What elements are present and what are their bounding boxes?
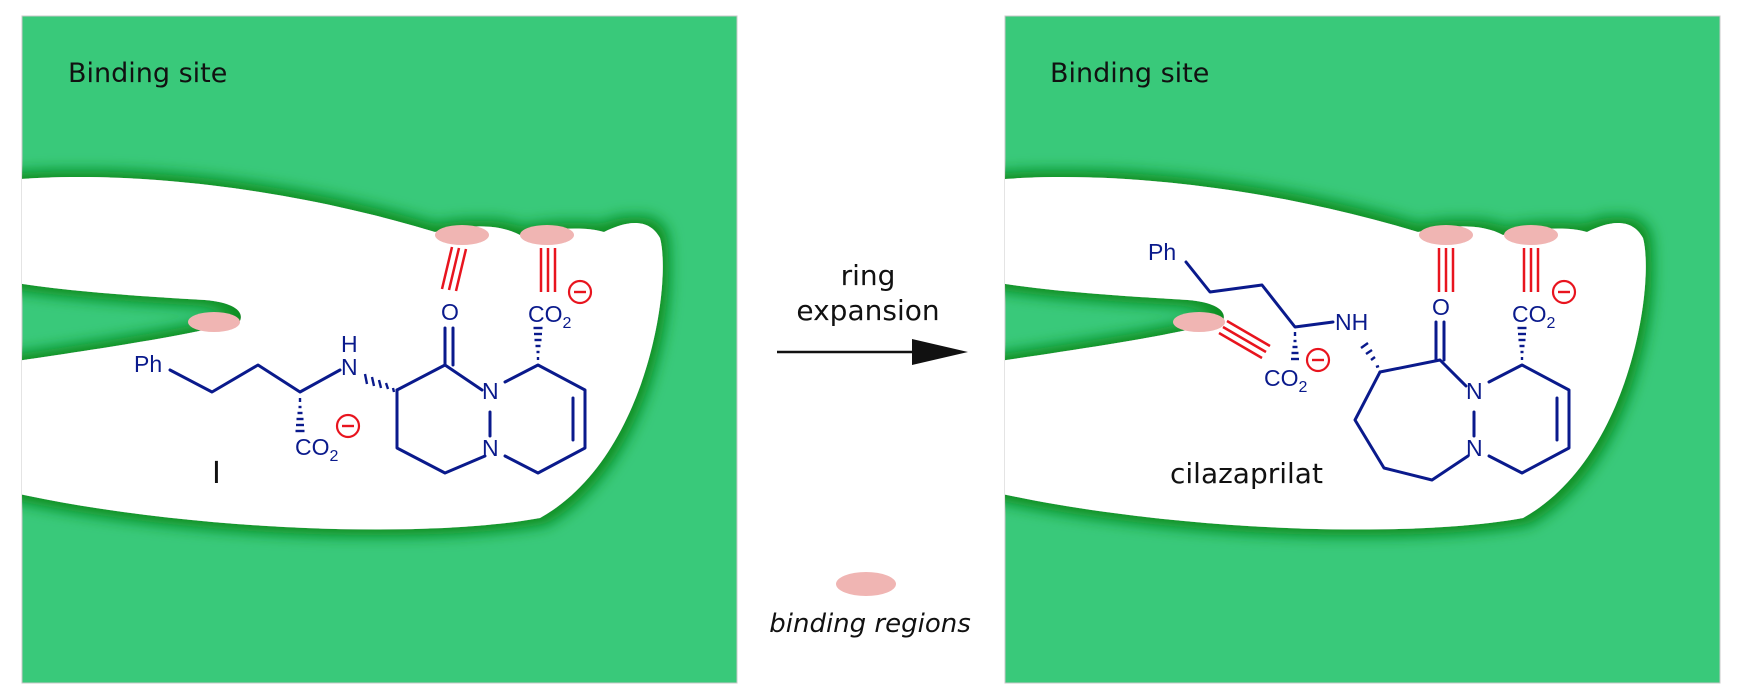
atom-ph: Ph	[1148, 239, 1176, 265]
negative-charge-icon	[335, 413, 361, 439]
binding-region	[1504, 225, 1558, 245]
compound-label: cilazaprilat	[1170, 457, 1323, 490]
binding-region	[188, 312, 240, 332]
atom-co2-side: CO2	[295, 434, 339, 465]
binding-region	[1173, 312, 1225, 332]
panel-title: Binding site	[1050, 58, 1209, 89]
negative-charge-icon	[1305, 347, 1331, 373]
hashed-wedge	[533, 326, 543, 360]
panel-title: Binding site	[68, 58, 227, 89]
atom-keto-o: O	[1432, 294, 1450, 320]
panel-right: Binding site	[1004, 15, 1721, 684]
negative-charge-icon	[1551, 279, 1577, 305]
hashed-wedge	[295, 398, 305, 433]
atom-h: H	[341, 331, 358, 357]
atom-co2-ring: CO2	[528, 301, 572, 332]
binding-region	[520, 225, 574, 245]
atom-keto-o: O	[441, 299, 459, 325]
molecule-I: Ph H N O N N CO2 CO2	[134, 279, 593, 475]
interaction-lines	[440, 246, 557, 292]
arrow-label-line2: expansion	[796, 294, 939, 327]
binding-region	[435, 225, 489, 245]
binding-region	[1419, 225, 1473, 245]
arrow-label-line1: ring	[841, 259, 896, 292]
molecule-cilazaprilat: Ph NH O N N CO2 CO2	[1148, 239, 1577, 482]
atom-nh: NH	[1335, 309, 1368, 335]
atom-n2: N	[1466, 435, 1483, 461]
atom-co2-side: CO2	[1264, 365, 1308, 396]
interaction-lines	[1218, 248, 1540, 360]
hashed-wedge	[1291, 332, 1299, 361]
legend: binding regions	[769, 572, 971, 639]
arrow-head-icon	[912, 339, 968, 365]
binding-cavity	[22, 177, 663, 530]
hashed-wedge	[1517, 326, 1527, 360]
legend-swatch	[836, 572, 896, 596]
atom-ph: Ph	[134, 351, 162, 377]
hashed-wedge	[1360, 342, 1380, 369]
atom-co2-ring: CO2	[1512, 301, 1556, 332]
reaction-arrow: ring expansion	[777, 259, 968, 365]
panel-left: Binding site	[21, 15, 738, 684]
hashed-wedge	[363, 373, 396, 393]
atom-n1: N	[482, 378, 499, 404]
negative-charge-icon	[567, 279, 593, 305]
atom-nh: N	[341, 354, 358, 380]
compound-label: I	[212, 456, 221, 491]
atom-n2: N	[482, 435, 499, 461]
atom-n1: N	[1466, 378, 1483, 404]
legend-label: binding regions	[769, 609, 971, 639]
